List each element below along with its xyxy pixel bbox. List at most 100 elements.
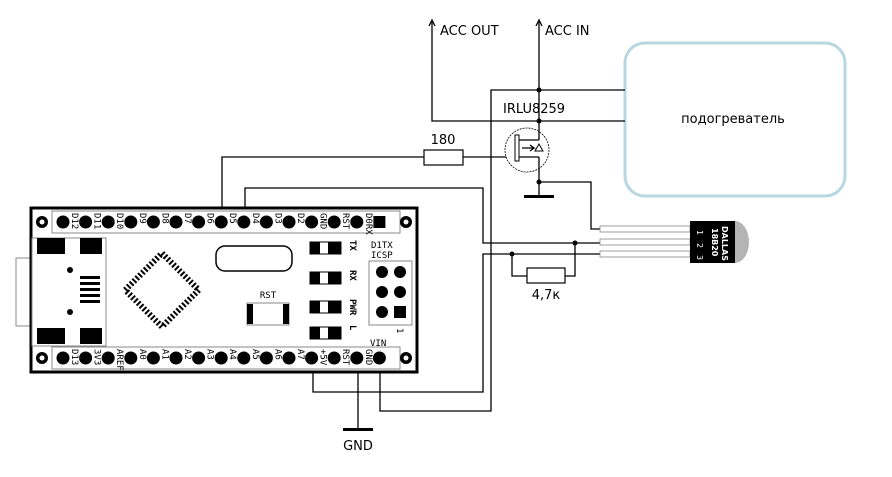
reset-label: RST (260, 291, 277, 301)
pin-label-bottom: A0 (137, 349, 147, 360)
led-label: PWR (347, 299, 357, 316)
svg-text:3: 3 (695, 255, 704, 260)
header-pin-top (305, 215, 319, 229)
data-wire (244, 187, 600, 244)
header-pin-top (192, 215, 206, 229)
header-pin-top (282, 215, 296, 229)
pin-label-bottom: A3 (205, 349, 215, 360)
pin-label-bottom: A1 (159, 349, 169, 360)
svg-text:1: 1 (695, 230, 704, 235)
heater-block (623, 41, 847, 198)
d1tx-label: D1TX (371, 241, 393, 251)
header-pin-bottom (101, 351, 115, 365)
junction (536, 179, 542, 185)
header-pin-bottom (79, 351, 93, 365)
gate-resistor-label: 180 (431, 133, 456, 148)
header-pin-bottom (124, 351, 138, 365)
pin-label-top: D10 (114, 213, 124, 229)
gate-wire (221, 156, 506, 222)
header-pin-bottom (305, 351, 319, 365)
header-pin-bottom (259, 351, 273, 365)
header-pin-bottom (282, 351, 296, 365)
header-pin-top (124, 215, 138, 229)
acc-in-label: ACC IN (545, 24, 590, 39)
pin-label-bottom: AREF (114, 349, 124, 371)
header-pin-bottom (327, 351, 341, 365)
header-pin-top (259, 215, 273, 229)
pin-label-top: D7 (182, 213, 192, 224)
header-pin-top (169, 215, 183, 229)
reset-button[interactable] (246, 302, 290, 326)
pin-label-top: D4 (250, 213, 260, 224)
vcc-wire (312, 253, 600, 393)
header-pin-bottom (214, 351, 228, 365)
pin-label-top: D5 (227, 213, 237, 224)
pin-label-top: RST (340, 213, 350, 230)
ground-symbol (524, 195, 554, 198)
pin-label-top: D0RX (363, 213, 373, 235)
pin-label-top: D9 (137, 213, 147, 224)
mosfet-label: IRLU8259 (503, 102, 565, 117)
pin-label-bottom: A4 (227, 349, 237, 360)
pin-label-bottom: +5V (318, 349, 328, 366)
header-pin-top (79, 215, 93, 229)
acc-in-arrow-icon (535, 18, 543, 27)
junction (536, 87, 542, 93)
header-pin-top (101, 215, 115, 229)
header-pin-top (56, 215, 70, 229)
led-label: L (347, 325, 357, 331)
junction (536, 118, 542, 124)
crystal (215, 245, 293, 272)
pin-label-top: D2 (295, 213, 305, 224)
pullup-resistor (526, 267, 566, 284)
header-pin-top (146, 215, 160, 229)
header-pin-bottom (192, 351, 206, 365)
sensor-model: 18B20 (710, 228, 719, 257)
pin-label-top: GND (318, 213, 328, 229)
pin-label-bottom: D13 (69, 349, 79, 365)
pin-label-bottom: GND (363, 349, 373, 365)
gnd-label: GND (343, 439, 373, 454)
acc-out-arrow-icon (428, 18, 436, 27)
led-label: RX (347, 270, 357, 281)
sensor-brand: DALLAS (720, 226, 729, 261)
pin-label-top: D11 (92, 213, 102, 229)
pin-label-bottom: A5 (250, 349, 260, 360)
header-pin-top (327, 215, 341, 229)
acc-out-label: ACC OUT (440, 24, 499, 39)
vin-label: VIN (370, 339, 386, 349)
gnd-symbol (343, 428, 373, 431)
pin-label-bottom: A6 (272, 349, 282, 360)
icsp-pin1-label: 1 (394, 328, 404, 333)
pin-label-top: D6 (205, 213, 215, 224)
pin-label-top: D12 (69, 213, 79, 229)
header-pin-top (350, 215, 364, 229)
header-pin-top (237, 215, 251, 229)
header-pin-bottom (56, 351, 70, 365)
pullup-wire (511, 243, 576, 277)
header-pin-bottom (350, 351, 364, 365)
header-pin-bottom (237, 351, 251, 365)
led-label: TX (347, 240, 357, 251)
pin-label-bottom: A7 (295, 349, 305, 360)
header-pin-top (373, 216, 386, 228)
gate-resistor (423, 149, 464, 166)
heater-label: подогреватель (681, 112, 785, 127)
icsp-label: ICSP (371, 251, 393, 261)
pin-label-top: D8 (159, 213, 169, 224)
header-pin-bottom (146, 351, 160, 365)
header-pin-bottom (169, 351, 183, 365)
mosfet-symbol (504, 127, 550, 173)
pullup-resistor-label: 4,7к (532, 288, 561, 303)
acc-out-wire (431, 22, 625, 122)
pin-label-bottom: A2 (182, 349, 192, 360)
pin-label-bottom: RST (340, 349, 350, 366)
arduino-nano-board: RST TX RX PWR L D1TX ICSP 1 VIN D12 D11 D10 D9… (15, 206, 419, 374)
header-pin-top (214, 215, 228, 229)
pin-label-top: D3 (272, 213, 282, 224)
header-pin-bottom (372, 351, 386, 365)
ds18b20-sensor: 1 2 3 DALLAS 18B20 (599, 221, 749, 263)
vin-wire (379, 89, 625, 412)
svg-text:2: 2 (695, 243, 704, 248)
